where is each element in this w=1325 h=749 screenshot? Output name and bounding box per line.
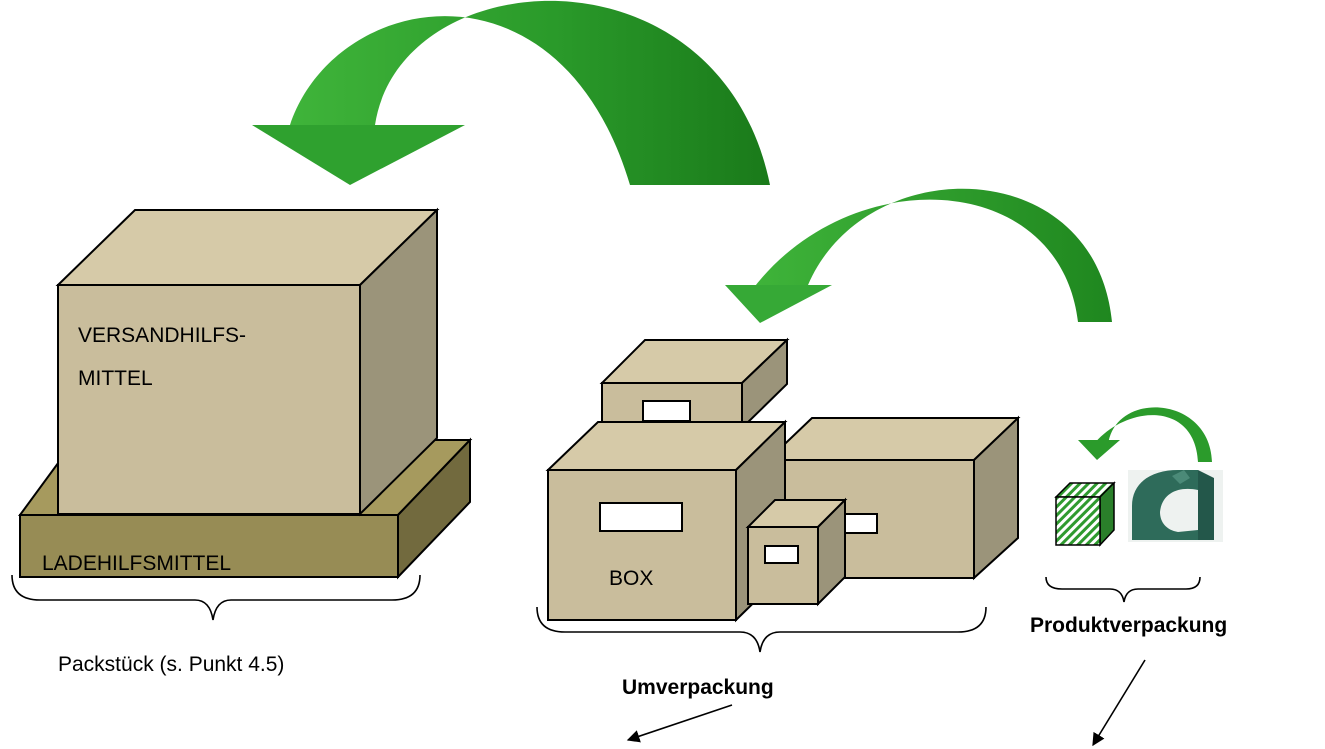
umverpackung-brace xyxy=(536,606,987,653)
pipe-clamp-icon xyxy=(1128,470,1223,542)
small-curved-arrow-icon xyxy=(1078,407,1212,462)
big-curved-arrow-icon xyxy=(252,0,770,185)
umverpackung-label: Umverpackung xyxy=(622,676,774,699)
versandhilfsmittel-label-line1: VERSANDHILFS- xyxy=(78,324,246,347)
produktverpackung-label: Produktverpackung xyxy=(1030,614,1227,637)
packstueck-brace xyxy=(11,574,421,621)
produktverpackung-brace xyxy=(1045,576,1201,603)
versandhilfsmittel-label-line2: MITTEL xyxy=(78,367,153,390)
box-label: BOX xyxy=(609,567,653,590)
middle-curved-arrow-icon xyxy=(725,188,1112,323)
top-small-box xyxy=(599,337,790,431)
produktverpackung-arrow-icon xyxy=(1092,659,1146,747)
packstueck-label: Packstück (s. Punkt 4.5) xyxy=(58,653,284,676)
hatched-cube-icon xyxy=(1054,481,1116,547)
small-front-box xyxy=(745,497,848,607)
shipping-box-versandhilfsmittel xyxy=(55,207,440,517)
ladehilfsmittel-label: LADEHILFSMITTEL xyxy=(42,552,231,575)
umverpackung-arrow-icon xyxy=(626,704,733,743)
